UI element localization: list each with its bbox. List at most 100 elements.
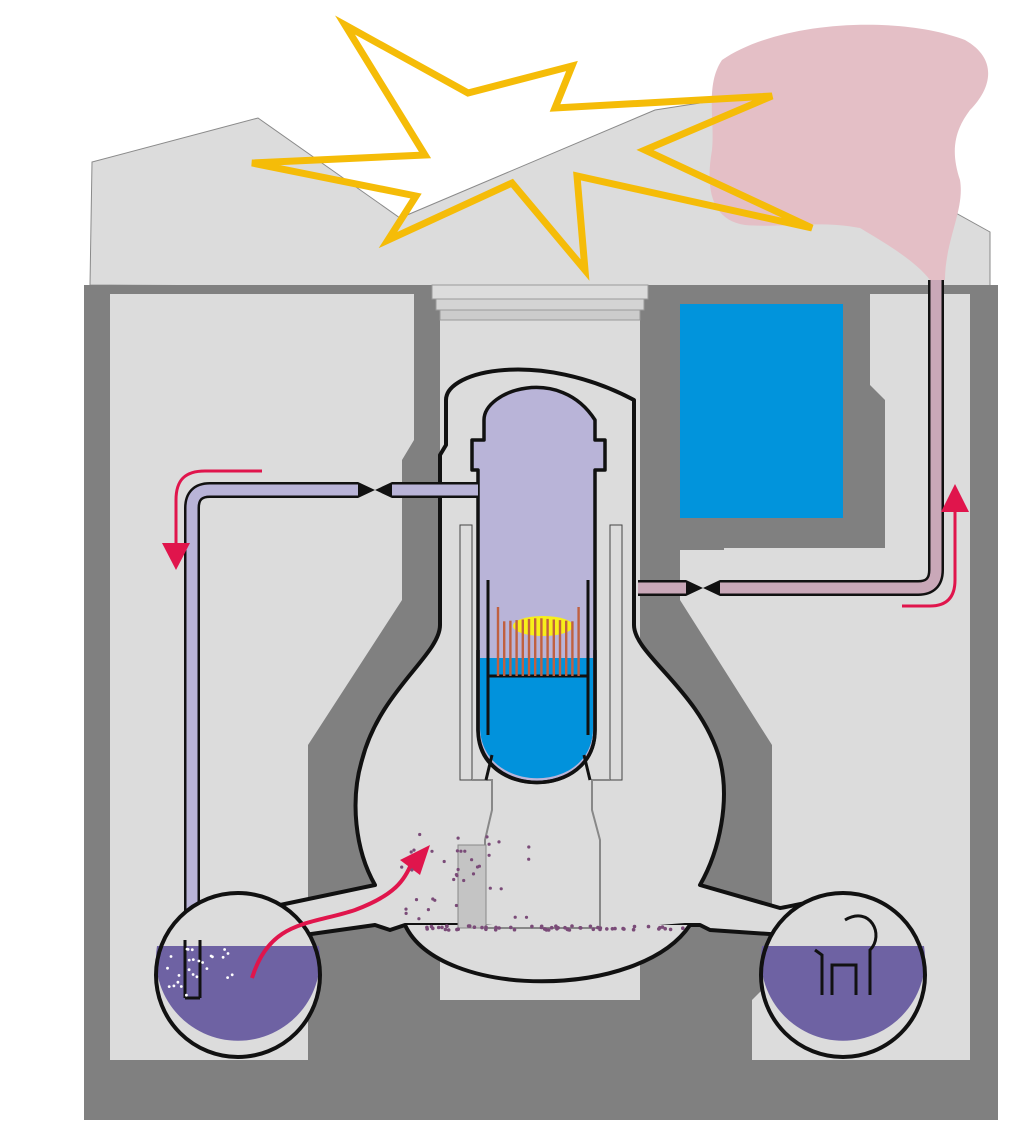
- pedestal-right: [609, 524, 623, 781]
- containment-bottom-bowl: [403, 923, 692, 984]
- particle: [404, 911, 408, 916]
- vessel-water: [480, 658, 593, 779]
- particle: [426, 908, 430, 912]
- particle: [454, 903, 458, 908]
- particle: [412, 848, 416, 852]
- suppression-chamber-right-outline: [759, 891, 927, 1059]
- particle: [556, 926, 560, 930]
- particle: [549, 925, 554, 930]
- flow-arrow-icon: [250, 861, 414, 979]
- particle: [472, 925, 477, 929]
- steam-bubble: [191, 958, 195, 961]
- particle: [596, 925, 600, 930]
- spent-fuel-pool: [680, 304, 843, 518]
- steam-bubble: [191, 973, 195, 976]
- particle: [524, 915, 529, 919]
- particle: [430, 849, 434, 853]
- particle: [440, 925, 444, 930]
- vessel-outline-bottom: [476, 650, 597, 785]
- particle: [410, 868, 414, 872]
- particle: [567, 928, 572, 932]
- particle: [657, 927, 661, 931]
- particle: [546, 928, 551, 932]
- particle: [622, 927, 626, 931]
- steam-bubble: [176, 980, 180, 984]
- flow-arrow-head: [400, 845, 430, 875]
- particle: [459, 849, 463, 853]
- particle: [660, 925, 665, 929]
- particle: [509, 925, 513, 930]
- particle: [578, 926, 583, 930]
- radioactive-particles: [400, 832, 685, 932]
- particle: [436, 925, 441, 930]
- well-plug-bottom: [439, 309, 641, 321]
- steam-bubble: [211, 955, 214, 959]
- steam-bubble: [177, 974, 181, 977]
- particle: [487, 853, 491, 857]
- steam-bubble: [226, 976, 230, 979]
- particle: [668, 927, 673, 932]
- particle: [400, 865, 404, 869]
- particle: [681, 926, 685, 930]
- particle: [456, 836, 460, 840]
- particle: [445, 924, 449, 929]
- particle: [591, 927, 596, 932]
- particle: [613, 926, 617, 931]
- particle: [570, 924, 574, 928]
- particle: [455, 849, 459, 853]
- steam-bubble: [201, 961, 205, 964]
- particle: [487, 842, 491, 846]
- particle: [512, 927, 517, 932]
- flow-arrow-icon: [902, 510, 957, 608]
- fuel-rods: [496, 607, 580, 676]
- steam-bubble: [172, 984, 176, 988]
- particle: [588, 924, 593, 929]
- particle: [455, 927, 459, 932]
- steam-bubble: [221, 955, 225, 959]
- particle: [463, 849, 467, 853]
- suppression-chamber-left-outline: [154, 891, 322, 1059]
- steam-bubble: [185, 993, 188, 997]
- well-plug-middle: [435, 298, 645, 311]
- particle: [452, 877, 456, 882]
- particle: [409, 850, 413, 854]
- steam-bubble: [186, 948, 190, 951]
- steam-bubble: [187, 968, 191, 972]
- particle: [446, 928, 451, 932]
- particle: [663, 926, 667, 931]
- steam-bubble: [226, 952, 230, 955]
- steam-bubble: [166, 966, 169, 970]
- particle: [497, 840, 501, 844]
- particle: [527, 845, 531, 849]
- particle: [480, 925, 484, 930]
- corium-column: [457, 844, 487, 929]
- particle: [527, 857, 531, 861]
- vent-header-right: [814, 914, 878, 995]
- suppression-water-right: [761, 946, 925, 1041]
- particle: [485, 835, 489, 839]
- steam-bubble: [230, 973, 234, 977]
- downcomer-left-outline: [183, 940, 202, 1000]
- particle: [431, 926, 435, 931]
- particle: [404, 907, 408, 911]
- particle: [631, 927, 636, 932]
- particle: [456, 867, 460, 872]
- particle: [632, 924, 637, 929]
- particle: [563, 925, 567, 930]
- particle: [418, 832, 422, 837]
- vent-line-fill: [638, 280, 942, 594]
- flow-arrow-icon: [174, 469, 262, 545]
- particle: [497, 926, 501, 930]
- flow-arrow-head: [941, 484, 969, 512]
- particle: [530, 924, 534, 929]
- particle: [425, 927, 430, 931]
- particle: [414, 898, 419, 902]
- particle: [539, 924, 544, 929]
- valve-icon: [358, 482, 392, 498]
- particle: [494, 925, 498, 930]
- steam-bubble: [205, 967, 209, 970]
- particle: [610, 927, 615, 931]
- flow-arrow-head: [162, 543, 190, 570]
- right-hall: [680, 294, 970, 1060]
